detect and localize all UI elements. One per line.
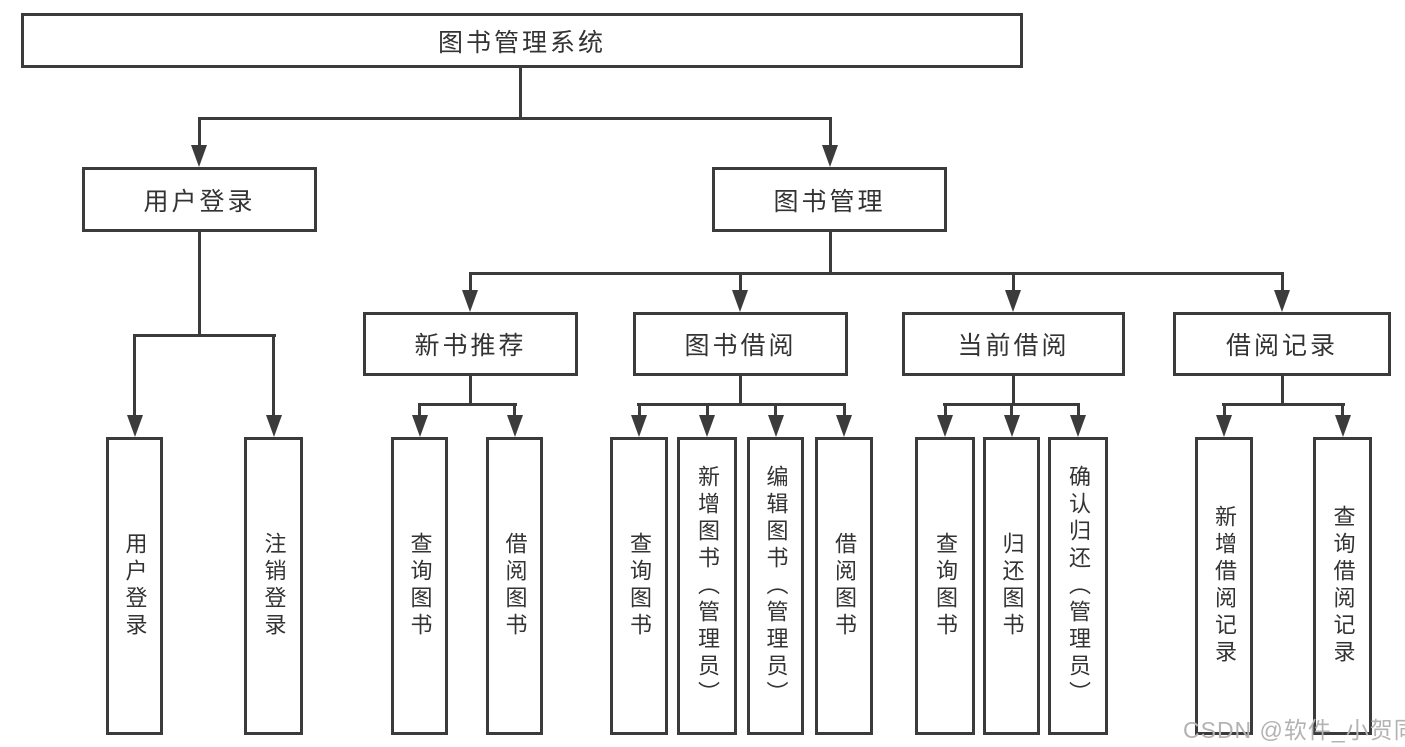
leaf-logout: 注销登录 — [244, 437, 303, 735]
arrowhead-new-book — [462, 290, 478, 312]
connector-drop-confirm-return — [1077, 403, 1080, 418]
node-label: 借阅记录 — [1225, 332, 1338, 360]
node-label: 用户登录 — [122, 532, 148, 640]
connector-drop-query-books-borrow — [638, 403, 641, 418]
arrowhead-confirm-return — [1070, 415, 1086, 437]
connector-drop-borrow-books-recommend — [513, 403, 516, 418]
arrowhead-query-books-recommend — [412, 415, 428, 437]
leaf-query-books-borrow: 查询图书 — [610, 437, 668, 735]
node-label: 图书借阅 — [684, 332, 797, 360]
arrowhead-query-books-current — [937, 415, 953, 437]
leaf-edit-books-admin: 编辑图书（管理员） — [747, 437, 804, 735]
arrowhead-leaf-user-login — [127, 415, 143, 437]
arrowhead-add-books-admin — [699, 415, 715, 437]
connector-user-login-stem — [198, 232, 201, 337]
connector-drop-book-borrowing — [739, 272, 742, 292]
arrowhead-borrow-books-recommend — [507, 415, 523, 437]
connector-drop-borrowing-records — [1281, 272, 1284, 292]
connector-drop-return-books — [1010, 403, 1013, 418]
arrowhead-return-books — [1004, 415, 1020, 437]
connector-new-book-rail — [418, 403, 517, 406]
leaf-add-books-admin: 新增图书（管理员） — [677, 437, 737, 735]
connector-drop-edit-books-admin — [774, 403, 777, 418]
leaf-add-borrow-record: 新增借阅记录 — [1195, 437, 1253, 735]
leaf-query-books-current: 查询图书 — [915, 437, 975, 735]
connector-drop-book-management — [829, 117, 832, 149]
node-label: 新增借阅记录 — [1212, 505, 1237, 667]
connector-level3-rail — [469, 272, 1283, 275]
connector-drop-query-books-current — [944, 403, 947, 418]
connector-level2-rail — [198, 117, 832, 120]
leaf-borrow-books: 借阅图书 — [815, 437, 873, 735]
connector-new-book-stem — [469, 376, 472, 406]
node-book-management: 图书管理 — [712, 167, 947, 232]
leaf-query-borrow-record: 查询借阅记录 — [1313, 437, 1372, 735]
node-label: 查询借阅记录 — [1330, 505, 1356, 667]
connector-drop-add-books-admin — [706, 403, 709, 418]
node-label: 当前借阅 — [957, 332, 1070, 360]
connector-book-borrowing-rail — [637, 403, 846, 406]
node-new-book-recommendation: 新书推荐 — [363, 312, 578, 376]
connector-drop-query-books-recommend — [418, 403, 421, 418]
node-borrowing-records: 借阅记录 — [1173, 312, 1391, 376]
arrowhead-user-login — [191, 145, 207, 167]
node-user-login: 用户登录 — [82, 167, 317, 232]
node-label: 用户登录 — [143, 187, 256, 216]
node-label: 借阅图书 — [502, 532, 528, 640]
leaf-confirm-return-admin: 确认归还（管理员） — [1048, 437, 1108, 735]
leaf-borrow-books-recommend: 借阅图书 — [486, 437, 543, 735]
arrowhead-borrowing-records — [1274, 290, 1290, 312]
arrowhead-leaf-logout — [266, 415, 282, 437]
arrowhead-current-borrowing — [1005, 290, 1021, 312]
node-current-borrowing: 当前借阅 — [902, 312, 1125, 376]
connector-drop-current-borrowing — [1012, 272, 1015, 292]
node-label: 新书推荐 — [414, 332, 527, 360]
leaf-return-books: 归还图书 — [983, 437, 1040, 735]
arrowhead-add-borrow-record — [1216, 415, 1232, 437]
connector-book-borrowing-stem — [739, 376, 742, 406]
node-label: 确认归还（管理员） — [1066, 464, 1091, 708]
node-label: 新增图书（管理员） — [695, 464, 720, 708]
node-book-borrowing: 图书借阅 — [633, 312, 848, 376]
node-label: 图书管理 — [773, 187, 886, 216]
connector-user-login-rail — [133, 334, 276, 337]
connector-drop-query-borrow-record — [1341, 403, 1344, 418]
connector-borrowing-records-rail — [1222, 403, 1345, 406]
node-label: 归还图书 — [999, 532, 1025, 640]
connector-drop-add-borrow-record — [1223, 403, 1226, 418]
connector-book-management-stem — [829, 232, 832, 274]
arrowhead-edit-books-admin — [768, 415, 784, 437]
node-label: 查询图书 — [933, 532, 958, 640]
node-library-management-system: 图书管理系统 — [21, 13, 1023, 68]
connector-drop-user-login — [198, 117, 201, 149]
node-label: 查询图书 — [407, 532, 433, 640]
leaf-user-login: 用户登录 — [106, 437, 163, 735]
connector-root-stem — [519, 68, 522, 120]
arrowhead-book-borrowing — [732, 290, 748, 312]
connector-drop-leaf-user-login — [133, 334, 136, 419]
arrowhead-borrow-books — [836, 415, 852, 437]
node-label: 借阅图书 — [832, 532, 857, 640]
node-label: 编辑图书（管理员） — [763, 464, 789, 708]
connector-current-borrowing-stem — [1012, 376, 1015, 406]
arrowhead-book-management — [822, 145, 838, 167]
node-label: 注销登录 — [261, 532, 287, 640]
node-label: 查询图书 — [627, 532, 652, 640]
watermark: CSDN @软件_小贺同学 — [1183, 717, 1405, 743]
arrowhead-query-books-borrow — [631, 415, 647, 437]
connector-drop-new-book — [469, 272, 472, 292]
connector-drop-leaf-logout — [272, 334, 275, 419]
connector-drop-borrow-books — [843, 403, 846, 418]
connector-borrowing-records-stem — [1281, 376, 1284, 406]
node-label: 图书管理系统 — [437, 28, 606, 57]
arrowhead-query-borrow-record — [1335, 415, 1351, 437]
leaf-query-books-recommend: 查询图书 — [391, 437, 448, 735]
